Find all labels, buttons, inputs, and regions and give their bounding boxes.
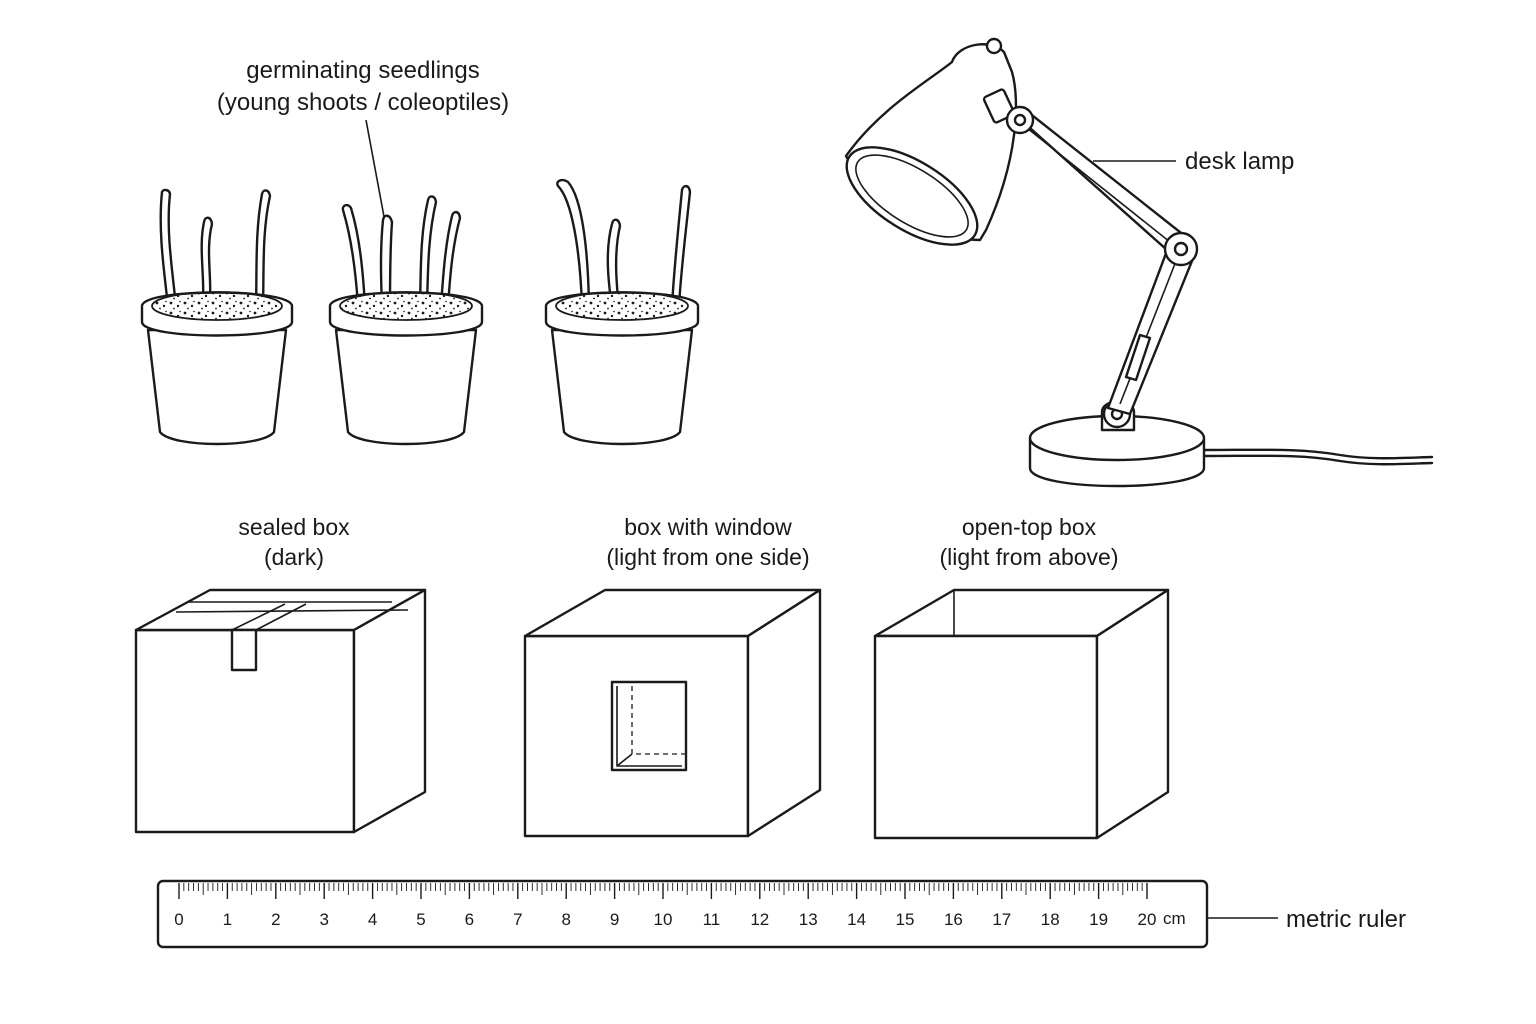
lamp-elbow-pin xyxy=(1173,241,1189,257)
ruler-number: 11 xyxy=(703,910,721,929)
shoot xyxy=(341,203,367,308)
lamp-lower-arm-rod xyxy=(1119,255,1179,405)
lamp-upper-arm-rod xyxy=(1021,123,1181,251)
ruler-number: 9 xyxy=(610,910,619,929)
ruler-number: 16 xyxy=(944,910,963,929)
shoot xyxy=(159,188,178,308)
window-box: box with window (light from one side) xyxy=(523,514,822,838)
ruler-unit: cm xyxy=(1163,909,1186,928)
lamp-head-joint-icon xyxy=(1005,105,1035,135)
ruler-number: 13 xyxy=(799,910,818,929)
desk-lamp: desk lamp xyxy=(844,37,1434,488)
open-box-label-line1: open-top box xyxy=(962,514,1097,540)
lamp-shade-bracket xyxy=(982,88,1016,124)
pot-body xyxy=(550,328,694,446)
ruler-number: 4 xyxy=(368,910,377,929)
ruler-number: 7 xyxy=(513,910,522,929)
ruler-number: 19 xyxy=(1089,910,1108,929)
lamp-spring xyxy=(1124,333,1152,382)
lamp-shade-opening xyxy=(845,146,979,246)
ruler-number: 8 xyxy=(561,910,570,929)
box-front-face xyxy=(873,634,1099,840)
side-window xyxy=(610,680,688,772)
open-box-label-line2: (light from above) xyxy=(940,544,1119,570)
soil xyxy=(339,291,473,321)
soil xyxy=(555,291,689,321)
ruler-number: 10 xyxy=(654,910,673,929)
shoot xyxy=(606,218,622,310)
ruler-body xyxy=(156,879,1209,949)
shoot xyxy=(556,178,591,308)
desk-lamp-label: desk lamp xyxy=(1185,148,1294,175)
sealed-box-label-line2: (dark) xyxy=(264,544,324,570)
pot-1 xyxy=(140,188,294,446)
pot-3 xyxy=(544,178,700,446)
seedlings-label: germinating seedlings (young shoots / co… xyxy=(217,57,509,223)
open-top-box: open-top box (light from above) xyxy=(873,514,1170,840)
ruler-number: 3 xyxy=(319,910,328,929)
ruler-number: 5 xyxy=(416,910,425,929)
pot-2 xyxy=(328,195,484,446)
seedlings-leader-line xyxy=(365,119,386,223)
shoot xyxy=(379,214,394,310)
pot-body xyxy=(146,328,288,446)
metric-ruler-label: metric ruler xyxy=(1286,906,1406,933)
ruler-number: 0 xyxy=(174,910,183,929)
soil xyxy=(151,291,283,321)
sealed-box-label-line1: sealed box xyxy=(238,514,350,540)
seedlings-label-line1: germinating seedlings xyxy=(246,57,479,84)
pot-body xyxy=(334,328,478,446)
lamp-cord xyxy=(1203,454,1434,466)
ruler-number: 14 xyxy=(847,910,866,929)
ruler-number: 2 xyxy=(271,910,280,929)
shoot xyxy=(200,216,214,310)
lamp-lower-arm xyxy=(1106,246,1196,416)
ruler-number: 6 xyxy=(465,910,474,929)
shoot xyxy=(670,184,692,308)
window-corner xyxy=(616,753,633,767)
ruler-number: 17 xyxy=(992,910,1011,929)
tape-strip xyxy=(231,603,307,631)
box-side-face xyxy=(746,588,822,838)
shoot xyxy=(254,189,272,308)
ruler-number: 12 xyxy=(750,910,769,929)
shoot xyxy=(439,210,462,308)
ruler-number: 15 xyxy=(896,910,915,929)
ruler-number: 20 xyxy=(1138,910,1157,929)
lamp-elbow-joint-icon xyxy=(1163,231,1199,267)
lamp-cord xyxy=(1203,448,1434,460)
shoot xyxy=(418,195,438,308)
window-box-label-line1: box with window xyxy=(624,514,792,540)
lamp-switch-icon xyxy=(985,37,1003,55)
sealed-box: sealed box (dark) xyxy=(134,514,427,834)
box-side-face xyxy=(352,588,427,834)
seedlings-label-line2: (young shoots / coleoptiles) xyxy=(217,89,509,116)
ruler-number: 18 xyxy=(1041,910,1060,929)
ruler-number: 1 xyxy=(223,910,232,929)
ruler-ticks xyxy=(178,883,1148,899)
box-side-face xyxy=(1095,588,1170,840)
window-box-label-line2: (light from one side) xyxy=(606,544,809,570)
tape-tab xyxy=(230,628,258,672)
lamp-shade-inner-rim xyxy=(855,154,969,238)
lamp-head-pin xyxy=(1013,113,1027,127)
